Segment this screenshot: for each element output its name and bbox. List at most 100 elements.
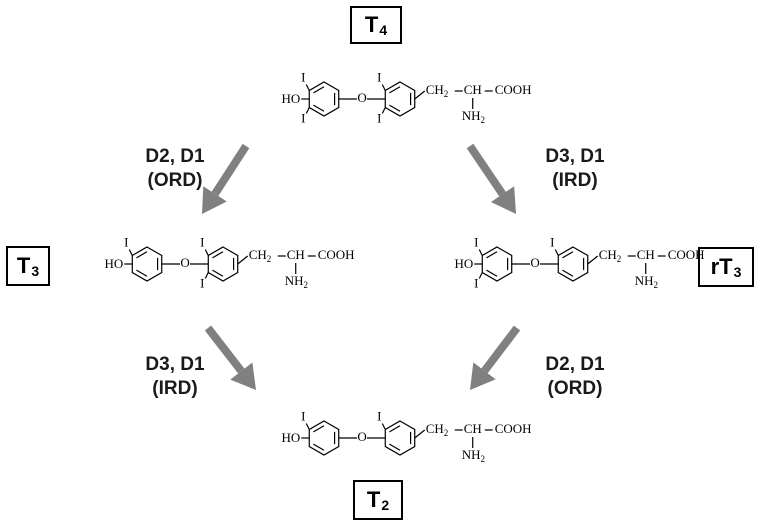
iodine-bond <box>305 107 310 114</box>
edge-t4-t3-type: (ORD) <box>147 170 203 191</box>
ether-oxygen: O <box>357 90 366 105</box>
hydroxyl-group: HO <box>281 430 300 445</box>
reaction-arrows <box>202 143 521 390</box>
iodine-bond <box>478 272 483 279</box>
iodine-bond <box>204 272 209 279</box>
alpha-carbon: CH <box>287 247 305 262</box>
iodine-bond <box>305 84 310 91</box>
double-bond <box>486 251 498 259</box>
iodine-bond <box>381 107 386 114</box>
methylene-group: CH2 <box>599 247 622 264</box>
double-bond <box>212 251 224 259</box>
double-bond <box>136 251 148 259</box>
edge-t4-rt3-enzymes: D3, D1 <box>545 146 605 167</box>
t4-label: T <box>364 12 379 37</box>
iodine-3-prime: I <box>301 408 305 423</box>
iodine-bond <box>381 423 386 430</box>
double-bond <box>313 86 325 94</box>
double-bond <box>562 251 574 259</box>
iodine-5-prime: I <box>301 110 305 125</box>
edge-label-t3-t2: D3, D1 (IRD) <box>120 353 230 401</box>
amino-group: NH2 <box>462 447 485 464</box>
iodine-3: I <box>377 69 381 84</box>
edge-rt3-t2-enzymes: D2, D1 <box>545 354 605 375</box>
double-bond <box>389 104 401 112</box>
alpha-carbon: CH <box>637 247 655 262</box>
iodine-5: I <box>377 110 381 125</box>
iodine-3: I <box>550 234 554 249</box>
double-bond <box>389 443 401 451</box>
double-bond <box>136 269 148 277</box>
double-bond <box>313 443 325 451</box>
arrow-t4-to-t3 <box>202 143 250 214</box>
rt3-label: rT <box>710 254 733 279</box>
iodine-bond <box>478 249 483 256</box>
edge-label-t4-t3: D2, D1 (ORD) <box>120 145 230 193</box>
edge-t4-rt3-type: (IRD) <box>552 170 598 191</box>
ether-oxygen: O <box>357 429 366 444</box>
hydroxyl-group: HO <box>104 256 123 271</box>
carboxyl-group: COOH <box>495 421 532 436</box>
carboxyl-group: COOH <box>318 247 355 262</box>
carboxyl-group: COOH <box>495 82 532 97</box>
arrow-t3-to-t2 <box>204 325 256 390</box>
alpha-carbon: CH <box>464 82 482 97</box>
iodine-bond <box>204 249 209 256</box>
methylene-group: CH2 <box>249 247 272 264</box>
iodine-3-prime: I <box>124 234 128 249</box>
side-chain-bond <box>414 90 426 100</box>
methylene-group: CH2 <box>426 82 449 99</box>
iodine-3-prime: I <box>301 69 305 84</box>
iodine-bond <box>305 423 310 430</box>
double-bond <box>313 425 325 433</box>
iodine-3: I <box>377 408 381 423</box>
tyrosyl-ring <box>557 246 589 282</box>
edge-t3-t2-type: (IRD) <box>152 378 198 399</box>
edge-rt3-t2-type: (ORD) <box>547 378 603 399</box>
side-chain-bond <box>414 429 426 439</box>
edge-label-rt3-t2: D2, D1 (ORD) <box>520 353 630 401</box>
iodine-3: I <box>200 234 204 249</box>
double-bond <box>212 269 224 277</box>
double-bond <box>562 269 574 277</box>
double-bond <box>486 269 498 277</box>
alpha-carbon: CH <box>464 421 482 436</box>
ether-oxygen: O <box>180 255 189 270</box>
t3-label: T <box>16 253 31 278</box>
edge-t3-t2-enzymes: D3, D1 <box>145 354 205 375</box>
arrow-t4-to-rt3 <box>466 143 516 214</box>
ether-oxygen: O <box>530 255 539 270</box>
iodine-bond <box>554 249 559 256</box>
side-chain-bond <box>237 255 249 265</box>
iodine-3-prime: I <box>474 234 478 249</box>
amino-group: NH2 <box>462 108 485 125</box>
edge-label-t4-rt3: D3, D1 (IRD) <box>520 145 630 193</box>
double-bond <box>389 425 401 433</box>
arrow-rt3-to-t2 <box>470 325 521 390</box>
methylene-group: CH2 <box>426 421 449 438</box>
hydroxyl-group: HO <box>454 256 473 271</box>
carboxyl-group: COOH <box>668 247 705 262</box>
iodine-5: I <box>200 275 204 290</box>
tyrosyl-ring <box>207 246 239 282</box>
amino-group: NH2 <box>285 273 308 290</box>
double-bond <box>313 104 325 112</box>
amino-group: NH2 <box>635 273 658 290</box>
double-bond <box>389 86 401 94</box>
t2-label: T <box>366 487 381 512</box>
iodine-5-prime: I <box>474 275 478 290</box>
side-chain-bond <box>587 255 599 265</box>
iodine-bond <box>128 249 133 256</box>
iodine-bond <box>381 84 386 91</box>
edge-t4-t3-enzymes: D2, D1 <box>145 146 205 167</box>
